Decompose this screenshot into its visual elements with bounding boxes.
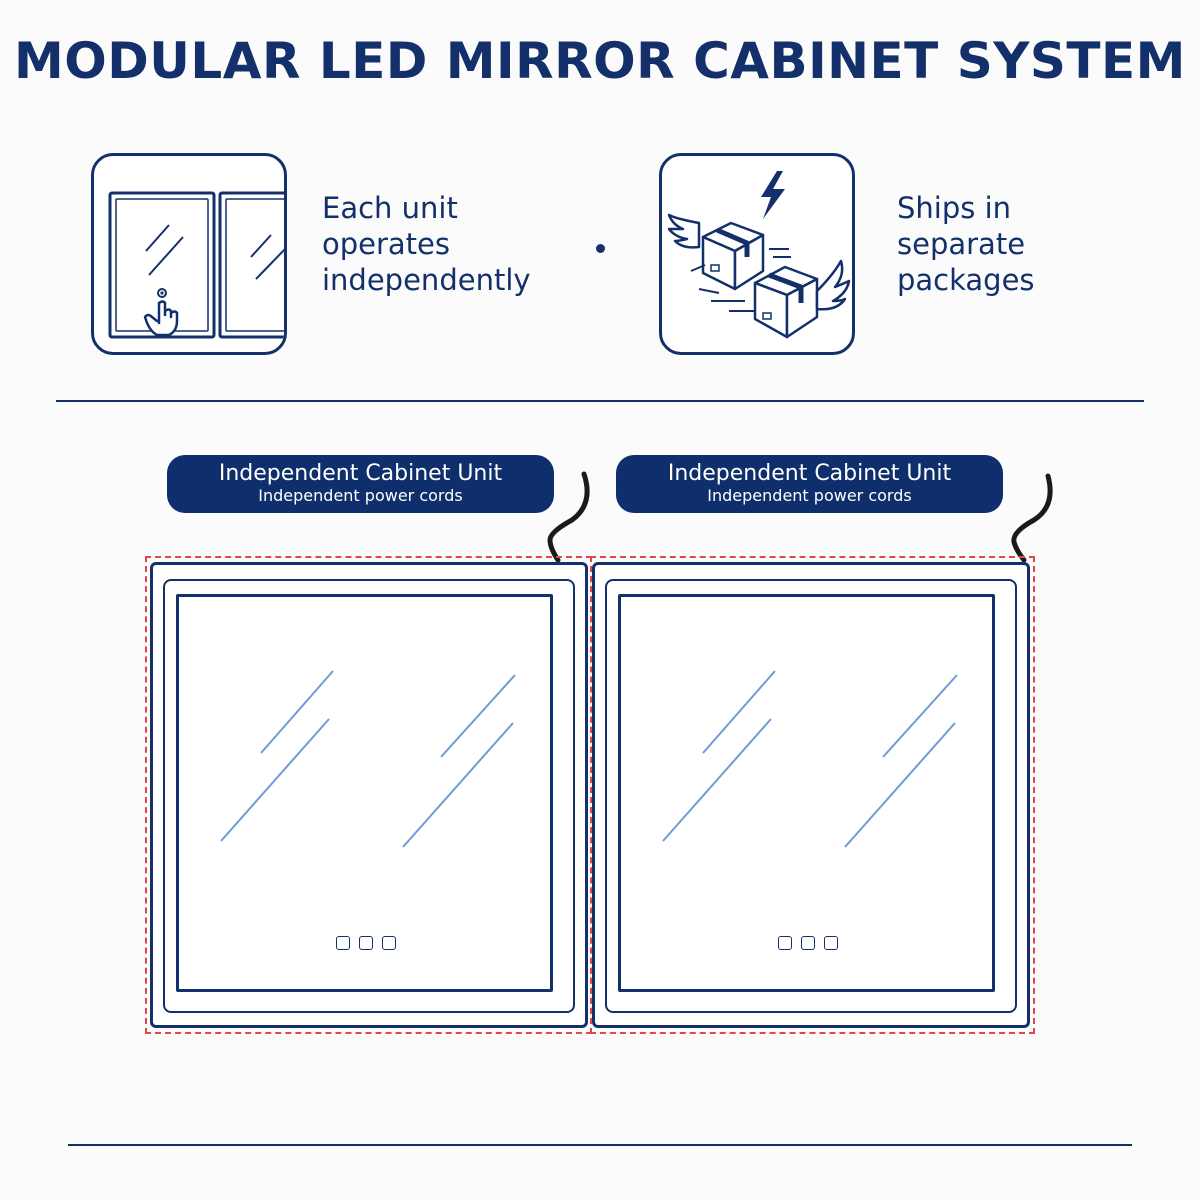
feature-shipping-icon-box bbox=[659, 153, 855, 355]
divider-bottom bbox=[68, 1144, 1132, 1146]
unit-label-title: Independent Cabinet Unit bbox=[667, 461, 952, 486]
divider-top bbox=[56, 400, 1144, 402]
heat-button-icon[interactable] bbox=[382, 936, 396, 950]
mirror-panel bbox=[618, 594, 995, 992]
shipping-boxes-icon bbox=[667, 171, 851, 339]
cabinet-frame bbox=[605, 579, 1017, 1013]
cabinet-unit-left bbox=[150, 562, 588, 1028]
unit-label-subtitle: Independent power cords bbox=[707, 486, 912, 505]
touch-panel-icon bbox=[108, 191, 284, 339]
light-button-icon[interactable] bbox=[359, 936, 373, 950]
glass-reflection-icon bbox=[662, 670, 958, 848]
heat-button-icon[interactable] bbox=[824, 936, 838, 950]
unit-label-title: Independent Cabinet Unit bbox=[218, 461, 503, 486]
defog-button-icon[interactable] bbox=[336, 936, 350, 950]
light-button-icon[interactable] bbox=[801, 936, 815, 950]
unit-label-right: Independent Cabinet Unit Independent pow… bbox=[616, 455, 1003, 513]
unit-label-left: Independent Cabinet Unit Independent pow… bbox=[167, 455, 554, 513]
glass-reflection-icon bbox=[220, 670, 516, 848]
defog-button-icon[interactable] bbox=[778, 936, 792, 950]
page-title: MODULAR LED MIRROR CABINET SYSTEM bbox=[14, 32, 1186, 90]
unit-outline-right bbox=[590, 556, 1035, 1034]
cabinet-frame bbox=[163, 579, 575, 1013]
feature-shipping-text: Ships in separate packages bbox=[897, 191, 1035, 297]
cabinet-unit-right bbox=[592, 562, 1030, 1028]
unit-label-subtitle: Independent power cords bbox=[258, 486, 463, 505]
mirror-panel bbox=[176, 594, 553, 992]
power-cord-left-icon bbox=[547, 471, 590, 563]
power-cord-right-icon bbox=[1011, 473, 1053, 563]
feature-independent-text: Each unit operates independently bbox=[322, 191, 531, 297]
separator-dot bbox=[596, 244, 605, 253]
feature-independent-icon-box bbox=[91, 153, 287, 355]
